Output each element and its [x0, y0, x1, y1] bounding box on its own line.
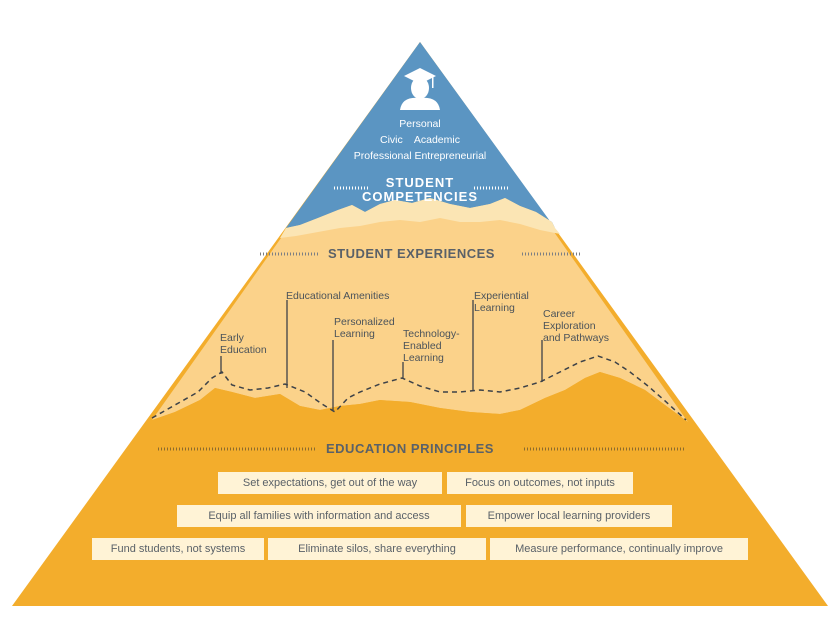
competencies-title-line2: COMPETENCIES	[361, 189, 478, 204]
experiences-title: STUDENT EXPERIENCES	[328, 246, 495, 261]
exp-amenities-line1: Educational Amenities	[286, 290, 390, 302]
exp-early-education: Early Education	[220, 332, 267, 356]
exp-early-line1: Early	[220, 332, 244, 344]
dashed-mountain-line	[151, 355, 687, 421]
exp-personalized-learning: Personalized Learning	[334, 316, 395, 340]
exp-educational-amenities: Educational Amenities	[286, 290, 389, 302]
exp-career-line1: Career	[543, 308, 576, 320]
exp-career-line2: Exploration	[543, 320, 596, 332]
principle-empower-providers: Empower local learning providers	[466, 505, 672, 527]
exp-career-line3: and Pathways	[543, 332, 609, 344]
graduate-silhouette-icon	[400, 68, 440, 110]
competencies-title-line1: STUDENT	[385, 175, 455, 190]
exp-personalized-line2: Learning	[334, 328, 375, 340]
principle-focus-outcomes: Focus on outcomes, not inputs	[447, 472, 633, 494]
experiences-mountains	[152, 372, 688, 422]
exp-experiential-line1: Experiential	[474, 290, 529, 302]
exp-early-line2: Education	[220, 344, 267, 356]
principle-eliminate-silos: Eliminate silos, share everything	[268, 538, 486, 560]
competency-academic: Academic	[413, 134, 460, 146]
exp-personalized-line1: Personalized	[334, 316, 395, 328]
exp-technology-enabled-learning: Technology- Enabled Learning	[403, 328, 460, 364]
exp-tech-line3: Learning	[403, 352, 444, 364]
competency-civic: Civic	[380, 134, 403, 146]
exp-career-exploration: Career Exploration and Pathways	[543, 308, 609, 344]
experiences-layer	[152, 42, 688, 422]
principle-set-expectations: Set expectations, get out of the way	[218, 472, 442, 494]
principle-measure-performance: Measure performance, continually improve	[490, 538, 748, 560]
competency-personal: Personal	[399, 118, 441, 130]
principles-title: EDUCATION PRINCIPLES	[326, 441, 494, 456]
principle-fund-students: Fund students, not systems	[92, 538, 264, 560]
exp-tech-line1: Technology-	[403, 328, 460, 340]
snow-band	[280, 198, 560, 238]
competency-professional-entrepreneurial: Professional Entrepreneurial	[353, 150, 487, 162]
competency-civic-academic: Civic Academic	[320, 134, 520, 146]
exp-experiential-line2: Learning	[474, 302, 515, 314]
competencies-layer	[286, 42, 555, 228]
exp-experiential-learning: Experiential Learning	[474, 290, 529, 314]
principle-equip-families: Equip all families with information and …	[177, 505, 461, 527]
exp-tech-line2: Enabled	[403, 340, 442, 352]
